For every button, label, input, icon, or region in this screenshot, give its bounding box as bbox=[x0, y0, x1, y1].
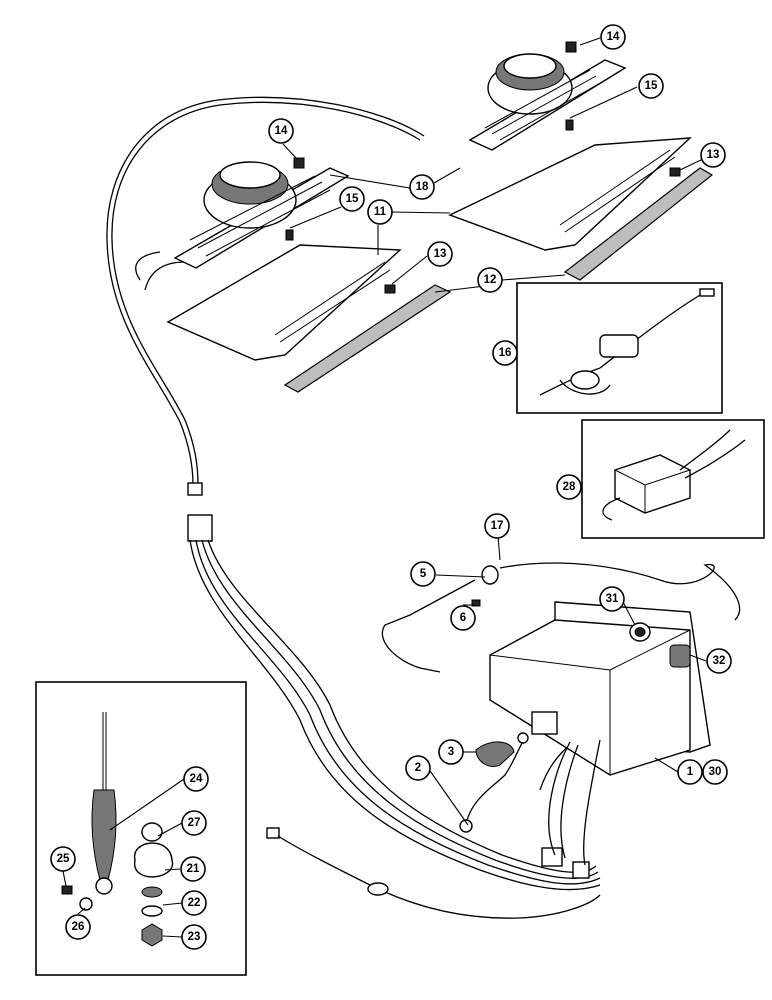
callout-26: 26 bbox=[65, 914, 91, 940]
callout-30: 30 bbox=[702, 759, 728, 785]
callout-24: 24 bbox=[183, 766, 209, 792]
antenna-cable bbox=[266, 827, 601, 919]
svg-text:3: 3 bbox=[448, 746, 454, 758]
callout-3: 3 bbox=[438, 739, 464, 765]
knob-32 bbox=[669, 644, 691, 668]
callout-15b: 15 bbox=[339, 186, 365, 212]
callout-13a: 13 bbox=[700, 142, 726, 168]
bracket-left bbox=[166, 244, 402, 361]
speaker-harness bbox=[106, 96, 425, 496]
svg-text:5: 5 bbox=[420, 568, 427, 580]
svg-text:14: 14 bbox=[607, 31, 620, 43]
svg-text:27: 27 bbox=[188, 817, 201, 829]
speaker-left bbox=[173, 161, 350, 269]
svg-text:18: 18 bbox=[416, 181, 429, 193]
callout-17: 17 bbox=[484, 513, 510, 539]
svg-text:13: 13 bbox=[434, 248, 447, 260]
leader-lines bbox=[62, 37, 707, 938]
callout-2: 2 bbox=[405, 755, 431, 781]
screw-15-upper bbox=[565, 119, 574, 131]
callout-5: 5 bbox=[410, 561, 436, 587]
svg-text:31: 31 bbox=[606, 593, 619, 605]
svg-text:30: 30 bbox=[709, 766, 722, 778]
callout-25: 25 bbox=[50, 846, 76, 872]
gasket-left bbox=[283, 284, 452, 393]
svg-text:6: 6 bbox=[460, 612, 466, 624]
radio-unit bbox=[489, 601, 711, 866]
antenna-lead-17 bbox=[381, 562, 741, 673]
svg-text:25: 25 bbox=[57, 853, 70, 865]
svg-text:22: 22 bbox=[188, 897, 201, 909]
svg-text:12: 12 bbox=[484, 274, 497, 286]
callout-12: 12 bbox=[477, 267, 503, 293]
knob-3 bbox=[475, 741, 515, 767]
svg-text:16: 16 bbox=[499, 347, 512, 359]
nut-14-lower bbox=[293, 157, 305, 169]
svg-text:11: 11 bbox=[374, 206, 387, 218]
callout-18: 18 bbox=[409, 174, 435, 200]
svg-text:1: 1 bbox=[687, 766, 694, 778]
svg-text:13: 13 bbox=[707, 149, 720, 161]
bracket-right bbox=[448, 137, 692, 251]
inset-box-28 bbox=[581, 419, 765, 539]
callout-28: 28 bbox=[556, 474, 582, 500]
callout-13b: 13 bbox=[427, 241, 453, 267]
callout-15a: 15 bbox=[638, 73, 664, 99]
screw-15-lower bbox=[285, 229, 294, 241]
speaker-right bbox=[468, 53, 627, 151]
svg-text:14: 14 bbox=[275, 125, 288, 137]
screw-13-left bbox=[384, 284, 396, 294]
callout-27: 27 bbox=[181, 810, 207, 836]
callout-14b: 14 bbox=[268, 118, 294, 144]
knob-31 bbox=[629, 622, 651, 642]
callout-21: 21 bbox=[180, 856, 206, 882]
callout-11: 11 bbox=[367, 199, 393, 225]
svg-text:24: 24 bbox=[190, 773, 203, 785]
callout-6: 6 bbox=[450, 605, 476, 631]
antenna-inset-box bbox=[35, 681, 247, 976]
callout-32: 32 bbox=[706, 648, 732, 674]
svg-text:32: 32 bbox=[713, 655, 726, 667]
callout-14a: 14 bbox=[600, 24, 626, 50]
svg-text:28: 28 bbox=[563, 481, 576, 493]
callout-31: 31 bbox=[599, 586, 625, 612]
callout-22: 22 bbox=[181, 890, 207, 916]
svg-text:26: 26 bbox=[72, 921, 85, 933]
ground-strap-2 bbox=[459, 732, 529, 833]
svg-text:15: 15 bbox=[645, 80, 658, 92]
svg-text:2: 2 bbox=[415, 762, 421, 774]
gasket-right bbox=[563, 167, 714, 281]
screw-13-right bbox=[669, 167, 681, 177]
callout-23: 23 bbox=[181, 924, 207, 950]
nut-14-upper bbox=[565, 41, 577, 53]
inset-box-16 bbox=[516, 282, 723, 414]
svg-text:15: 15 bbox=[346, 193, 359, 205]
svg-text:21: 21 bbox=[187, 863, 200, 875]
callout-1: 1 bbox=[677, 759, 703, 785]
svg-text:17: 17 bbox=[491, 520, 504, 532]
callout-16: 16 bbox=[492, 340, 518, 366]
svg-text:23: 23 bbox=[188, 931, 201, 943]
